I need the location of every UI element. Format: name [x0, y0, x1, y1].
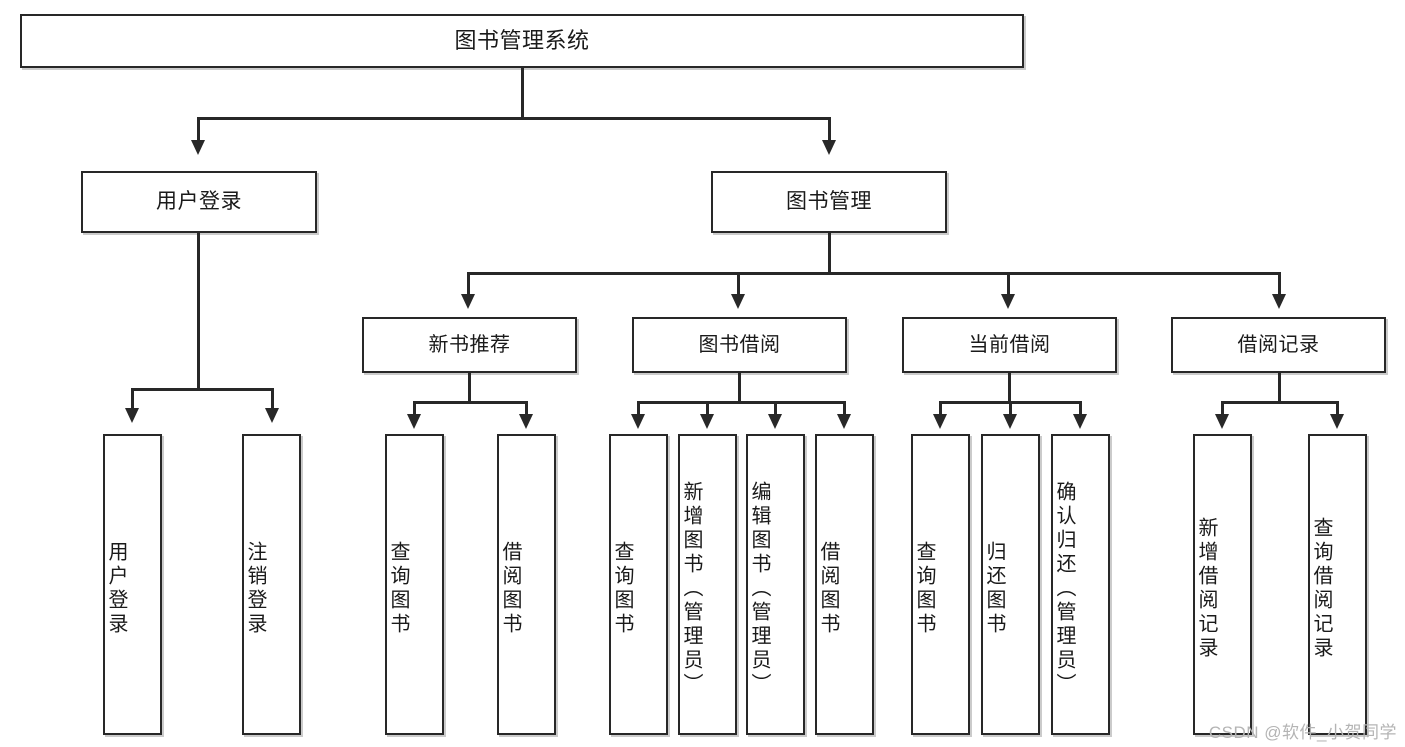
connector-bus-level2 [197, 117, 831, 120]
arrowhead-leaf-borrow-record-2 [1330, 414, 1344, 429]
node-label: 借阅图书 [817, 540, 839, 637]
connector-drop-new-book [467, 272, 470, 296]
node-label: 借阅记录 [1237, 333, 1320, 356]
connector-user-login-stem [197, 233, 200, 390]
arrowhead-leaf-user-login-2 [265, 408, 279, 423]
arrowhead-book-management [822, 140, 836, 155]
arrowhead-new-book [461, 294, 475, 309]
connector-drop-leaf-borrow-record-2 [1336, 401, 1339, 417]
connector-root-stem [521, 68, 524, 119]
leaf-node-edit-book-admin[interactable]: 编辑图书（管理员） [746, 434, 805, 735]
arrowhead-book-borrow [731, 294, 745, 309]
connector-drop-current-borrow [1007, 272, 1010, 296]
node-current-borrow[interactable]: 当前借阅 [902, 317, 1117, 373]
node-label: 归还图书 [983, 540, 1005, 637]
watermark-text: CSDN @软件_小贺同学 [1208, 723, 1397, 742]
connector-bus-level3 [467, 272, 1281, 275]
leaf-node-query-borrow-record[interactable]: 查询借阅记录 [1308, 434, 1367, 735]
arrowhead-current-borrow [1001, 294, 1015, 309]
arrowhead-leaf-current-borrow-3 [1073, 414, 1087, 429]
node-new-book-recommendation[interactable]: 新书推荐 [362, 317, 577, 373]
connector-drop-book-borrow [737, 272, 740, 296]
leaf-node-query-book-current[interactable]: 查询图书 [911, 434, 970, 735]
arrowhead-leaf-current-borrow-2 [1003, 414, 1017, 429]
leaf-node-query-book-borrow[interactable]: 查询图书 [609, 434, 668, 735]
node-label: 新增图书（管理员） [680, 480, 702, 697]
node-borrow-record[interactable]: 借阅记录 [1171, 317, 1386, 373]
connector-drop-user-login [197, 117, 200, 143]
arrowhead-leaf-book-borrow-1 [631, 414, 645, 429]
leaf-node-user-login[interactable]: 用户登录 [103, 434, 162, 735]
node-user-login[interactable]: 用户登录 [81, 171, 317, 233]
connector-bus-new-book-leaves [413, 401, 527, 404]
arrowhead-leaf-new-book-2 [519, 414, 533, 429]
connector-drop-leaf-current-borrow-2 [1009, 401, 1012, 417]
leaf-node-add-book-admin[interactable]: 新增图书（管理员） [678, 434, 737, 735]
connector-drop-leaf-user-login-2 [271, 388, 274, 410]
node-label: 编辑图书（管理员） [748, 480, 770, 697]
connector-drop-leaf-user-login-1 [131, 388, 134, 410]
leaf-node-add-borrow-record[interactable]: 新增借阅记录 [1193, 434, 1252, 735]
leaf-node-borrow-book[interactable]: 借阅图书 [815, 434, 874, 735]
node-label: 查询图书 [913, 540, 935, 637]
arrowhead-leaf-user-login-1 [125, 408, 139, 423]
node-label: 查询图书 [387, 540, 409, 637]
connector-drop-leaf-current-borrow-1 [939, 401, 942, 417]
arrowhead-leaf-book-borrow-4 [837, 414, 851, 429]
connector-bus-user-login-leaves [131, 388, 273, 391]
connector-drop-book-management [828, 117, 831, 143]
connector-drop-leaf-new-book-2 [525, 401, 528, 417]
connector-drop-leaf-book-borrow-1 [637, 401, 640, 417]
arrowhead-borrow-record [1272, 294, 1286, 309]
leaf-node-return-book[interactable]: 归还图书 [981, 434, 1040, 735]
arrowhead-leaf-book-borrow-2 [700, 414, 714, 429]
node-label: 借阅图书 [499, 540, 521, 637]
connector-book-borrow-stem [738, 373, 741, 403]
connector-book-management-stem [828, 233, 831, 274]
leaf-node-query-book-new[interactable]: 查询图书 [385, 434, 444, 735]
node-label: 当前借阅 [968, 333, 1051, 356]
node-label: 新书推荐 [428, 333, 511, 356]
connector-drop-leaf-book-borrow-4 [843, 401, 846, 417]
node-label: 图书管理系统 [454, 28, 590, 54]
node-label: 图书借阅 [698, 333, 781, 356]
leaf-node-borrow-book-new[interactable]: 借阅图书 [497, 434, 556, 735]
connector-drop-borrow-record [1278, 272, 1281, 296]
arrowhead-user-login [191, 140, 205, 155]
node-book-management[interactable]: 图书管理 [711, 171, 947, 233]
connector-drop-leaf-book-borrow-3 [774, 401, 777, 417]
node-label: 查询借阅记录 [1310, 516, 1332, 661]
connector-current-borrow-stem [1008, 373, 1011, 403]
node-book-borrow[interactable]: 图书借阅 [632, 317, 847, 373]
node-label: 图书管理 [786, 189, 872, 213]
leaf-node-logout[interactable]: 注销登录 [242, 434, 301, 735]
arrowhead-leaf-current-borrow-1 [933, 414, 947, 429]
connector-bus-borrow-record-leaves [1221, 401, 1338, 404]
node-label: 确认归还（管理员） [1053, 480, 1075, 697]
leaf-node-confirm-return-admin[interactable]: 确认归还（管理员） [1051, 434, 1110, 735]
connector-drop-leaf-current-borrow-3 [1079, 401, 1082, 417]
arrowhead-leaf-new-book-1 [407, 414, 421, 429]
node-label: 用户登录 [105, 540, 127, 637]
connector-drop-leaf-borrow-record-1 [1221, 401, 1224, 417]
connector-bus-book-borrow-leaves [637, 401, 845, 404]
connector-drop-leaf-new-book-1 [413, 401, 416, 417]
connector-borrow-record-stem [1278, 373, 1281, 403]
node-label: 用户登录 [156, 189, 242, 213]
connector-new-book-stem [468, 373, 471, 403]
node-label: 查询图书 [611, 540, 633, 637]
arrowhead-leaf-borrow-record-1 [1215, 414, 1229, 429]
node-label: 新增借阅记录 [1195, 516, 1217, 661]
node-label: 注销登录 [244, 540, 266, 637]
node-root-book-management-system[interactable]: 图书管理系统 [20, 14, 1024, 68]
arrowhead-leaf-book-borrow-3 [768, 414, 782, 429]
connector-drop-leaf-book-borrow-2 [706, 401, 709, 417]
